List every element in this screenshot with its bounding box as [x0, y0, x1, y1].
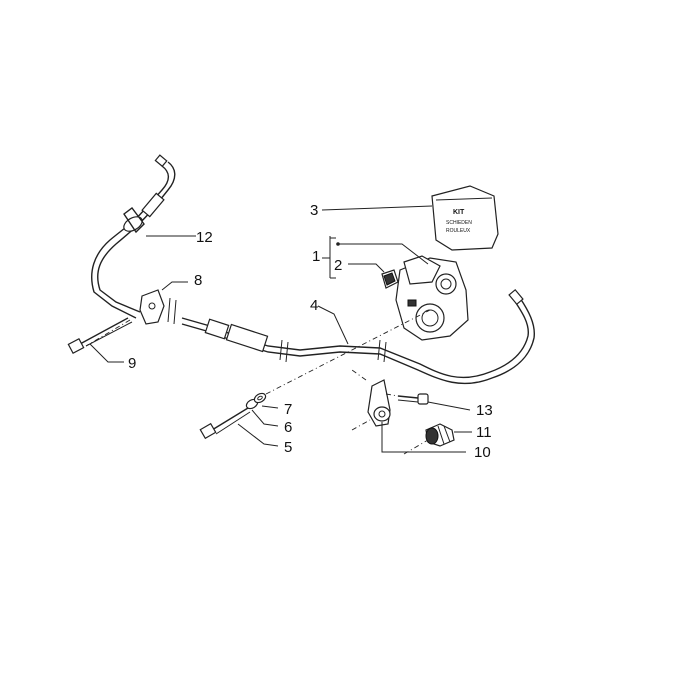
hose-bracket: [139, 289, 165, 325]
bolt-5: [199, 407, 251, 440]
callout-5: 5: [284, 439, 292, 456]
brake-pads: [381, 269, 399, 289]
kit-bag-label-line3: ROULEUX: [446, 228, 471, 234]
pipe-union-nut: [204, 318, 230, 340]
leader-lines: [89, 205, 472, 453]
hose-clip: [123, 207, 145, 234]
callout-1: 1: [312, 248, 320, 265]
brake-caliper: [395, 255, 469, 341]
bolt-9: [67, 317, 133, 355]
callout-2: 2: [334, 257, 342, 274]
assembly-lines: [85, 309, 431, 455]
hose-crimp-fitting: [141, 192, 165, 218]
cable-break-marks: [167, 297, 387, 363]
caliper-bracket: [367, 379, 391, 427]
callout-9: 9: [128, 355, 136, 372]
callout-4: 4: [310, 297, 318, 314]
pipe-end-fitting: [508, 288, 524, 306]
bush-11: [425, 423, 455, 447]
callout-7: 7: [284, 401, 292, 418]
bolt-13: [397, 393, 429, 405]
callout-3: 3: [310, 202, 318, 219]
hose-end-fitting-upper: [154, 154, 168, 168]
washer-7: [253, 392, 267, 404]
callout-12: 12: [196, 229, 213, 246]
brake-pipe: [181, 288, 535, 385]
upper-brake-hose: [91, 154, 176, 319]
callout-10: 10: [474, 444, 491, 461]
callout-6: 6: [284, 419, 292, 436]
callout-13: 13: [476, 402, 493, 419]
callout-11: 11: [476, 424, 492, 441]
callout-8: 8: [194, 272, 202, 289]
parts-kit-bag: KIT SCHIEDEN ROULEUX: [431, 185, 499, 251]
kit-bag-label-line1: KIT: [453, 209, 465, 216]
kit-bag-label-line2: SCHIEDEN: [446, 220, 472, 226]
pipe-fitting-sleeve: [225, 323, 269, 353]
